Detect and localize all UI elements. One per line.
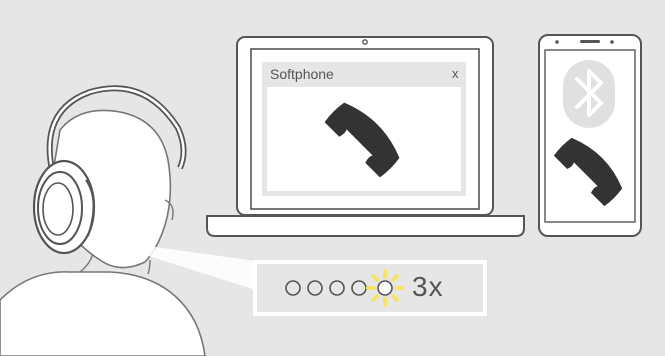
led-indicator-panel [255,262,485,314]
smartphone-speaker [580,40,600,43]
laptop-base [207,216,524,236]
led-repeat-count: 3x [412,271,444,303]
softphone-title: Softphone [270,66,334,82]
bluetooth-icon [563,60,615,128]
softphone-close-button[interactable]: x [452,66,459,81]
led-flash-icon [368,271,402,305]
